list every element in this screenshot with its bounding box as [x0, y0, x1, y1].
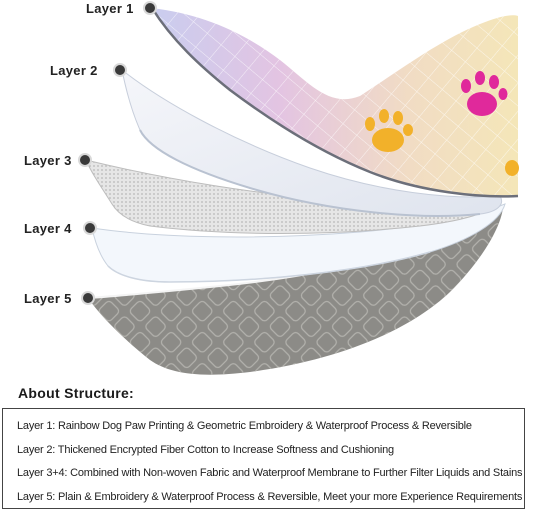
layer-2-label: Layer 2	[50, 63, 98, 78]
layer-3-label: Layer 3	[24, 153, 72, 168]
orange-paw-icon	[365, 109, 413, 152]
layer-diagram: Layer 1 Layer 2 Layer 3 Layer 4 Layer 5	[24, 1, 519, 375]
layer-4-membrane	[91, 203, 506, 283]
structure-line-layer-5: Layer 5: Plain & Embroidery & Waterproof…	[17, 490, 523, 503]
orange-paw-small-icon	[505, 160, 519, 176]
layer-1-label: Layer 1	[86, 1, 134, 16]
structure-title: About Structure:	[18, 385, 135, 401]
structure-line-layer-3-4: Layer 3+4: Combined with Non-woven Fabri…	[17, 467, 523, 479]
layer-2-cotton	[121, 68, 503, 217]
layer-5-label: Layer 5	[24, 291, 72, 306]
pink-paw-icon	[461, 71, 508, 116]
structure-line-layer-1: Layer 1: Rainbow Dog Paw Printing & Geom…	[17, 420, 472, 432]
layer-1-rainbow-fabric	[150, 7, 519, 198]
structure-line-layer-2: Layer 2: Thickened Encrypted Fiber Cotto…	[17, 443, 394, 456]
structure-description-box: Layer 1: Rainbow Dog Paw Printing & Geom…	[2, 408, 525, 509]
layer-4-label: Layer 4	[24, 221, 72, 236]
layer-markers	[78, 1, 157, 305]
